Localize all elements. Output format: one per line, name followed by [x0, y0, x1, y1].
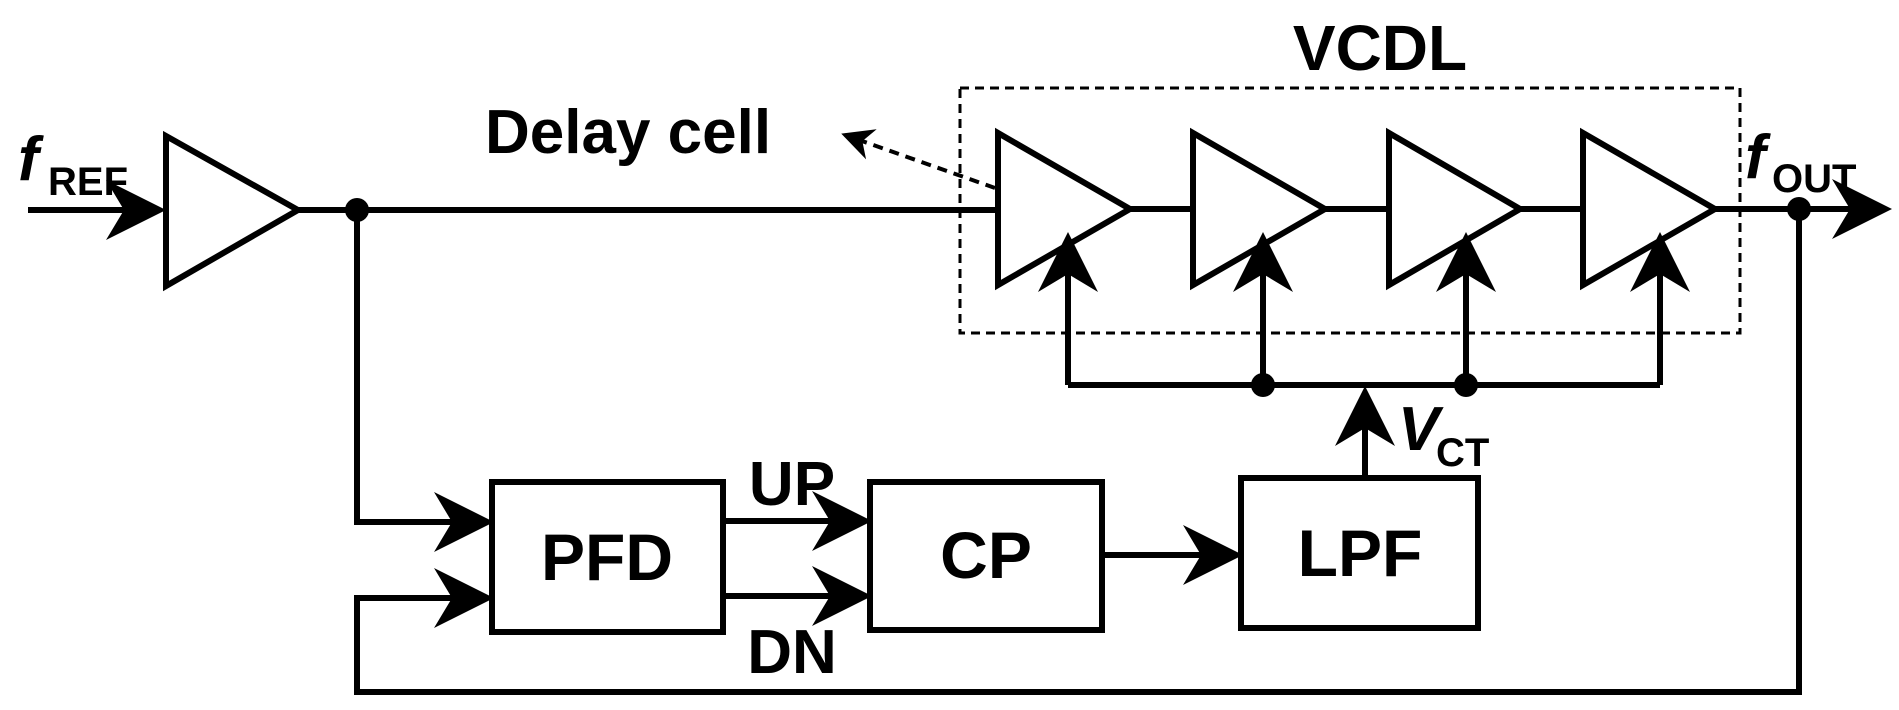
- delay-cell-pointer-arrow: [841, 129, 996, 190]
- dn-label: DN: [747, 618, 837, 687]
- f-out-subscript: OUT: [1772, 157, 1856, 201]
- control-bus-node-1: [1251, 373, 1275, 397]
- delay-cell-label: Delay cell: [485, 98, 771, 167]
- f-ref-label: f: [18, 125, 44, 194]
- f-ref-subscript: REF: [48, 160, 128, 204]
- delay-cell-2: [1190, 127, 1332, 291]
- v-ct-subscript: CT: [1436, 431, 1489, 475]
- up-label: UP: [749, 450, 835, 519]
- reference-to-pfd-arrow: [354, 210, 494, 552]
- lpf-label: LPF: [1298, 516, 1423, 590]
- v-ct-label: V: [1398, 395, 1444, 464]
- feedback-to-pfd-arrow: [354, 209, 1802, 695]
- input-buffer: [163, 130, 305, 292]
- pfd-block: [489, 479, 726, 635]
- lpf-block: [1238, 475, 1481, 631]
- cp-label: CP: [940, 518, 1032, 592]
- delay-cell-3: [1386, 127, 1526, 291]
- delay-cell-4: [1580, 127, 1722, 291]
- control-bus-node-2: [1454, 373, 1478, 397]
- f-out-label: f: [1745, 123, 1771, 192]
- vcdl-label: VCDL: [1293, 12, 1467, 84]
- delay-cell-1: [995, 127, 1137, 291]
- pfd-label: PFD: [541, 520, 673, 594]
